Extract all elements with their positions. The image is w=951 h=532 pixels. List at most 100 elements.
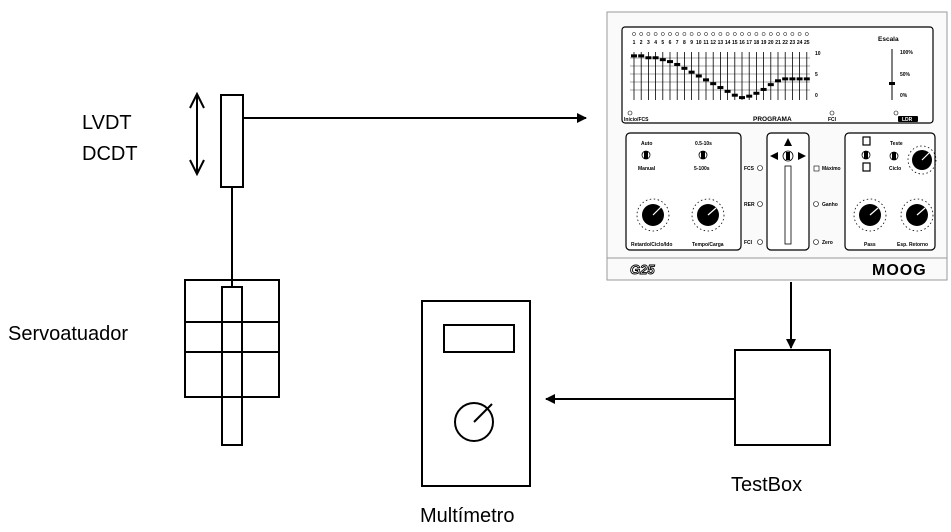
knob-retardo[interactable]	[636, 198, 670, 232]
step-led	[732, 32, 737, 36]
fci-center-label: FCI	[744, 240, 753, 246]
step-led	[783, 32, 788, 36]
escala-slider[interactable]	[889, 49, 895, 100]
step-number: 8	[683, 40, 686, 46]
step-slider-knob[interactable]	[659, 58, 666, 62]
knob2-label: Tempo/Carga	[692, 242, 724, 248]
fci-label: FCI	[828, 117, 837, 123]
step-slider-knob[interactable]	[717, 86, 724, 90]
step-slider-knob[interactable]	[710, 82, 717, 86]
step-slider-knob[interactable]	[631, 54, 637, 58]
step-number: 18	[754, 40, 760, 46]
step-slider-knob[interactable]	[703, 78, 709, 82]
escala-tick-0: 0%	[900, 93, 908, 99]
step-slider-knob[interactable]	[667, 60, 673, 64]
esp-retorno-label: Esp. Retorno	[897, 242, 928, 248]
step-slider-knob[interactable]	[782, 77, 789, 81]
brand-logo: MOOG	[872, 262, 927, 279]
step-number: 24	[797, 40, 803, 46]
step-slider-knob[interactable]	[652, 56, 659, 60]
step-led	[704, 32, 708, 36]
program-panel	[621, 26, 934, 124]
testbox	[734, 349, 831, 446]
zero-led	[813, 239, 819, 245]
ciclo-toggle[interactable]	[889, 151, 899, 161]
step-slider-knob[interactable]	[775, 79, 781, 83]
auto-label: Auto	[641, 141, 652, 147]
step-slider-knob[interactable]	[739, 96, 745, 100]
fci-center-led	[757, 239, 763, 245]
range-toggle[interactable]	[698, 150, 708, 160]
displacement-sensor	[189, 91, 244, 287]
left-scale-top: 10	[815, 51, 821, 57]
joystick-lever	[786, 152, 790, 160]
left-control-panel	[625, 132, 742, 251]
step-slider-knob[interactable]	[724, 89, 731, 93]
left-scale-bottom: 0	[815, 93, 818, 99]
step-led	[711, 32, 716, 36]
knob-pointer	[707, 207, 717, 216]
step-slider-knob[interactable]	[796, 77, 803, 81]
step-number: 25	[804, 40, 810, 46]
step-led	[632, 32, 636, 36]
step-slider-knob[interactable]	[789, 77, 796, 81]
step-number: 15	[732, 40, 738, 46]
range-top-label: 0.5-10s	[695, 141, 712, 147]
left-scale-mid: 5	[815, 72, 818, 78]
step-slider-knob[interactable]	[645, 56, 652, 60]
ciclo-label: Ciclo	[889, 166, 901, 172]
zero-label: Zero	[822, 240, 833, 246]
step-slider-knob[interactable]	[674, 62, 681, 66]
step-number: 17	[746, 40, 752, 46]
step-number: 1	[633, 40, 636, 46]
step-slider-knob[interactable]	[638, 54, 645, 58]
inicio-led	[627, 110, 633, 116]
manual-label: Manual	[638, 166, 656, 172]
escala-tick-100: 100%	[900, 50, 913, 56]
step-number: 12	[710, 40, 716, 46]
multimeter-display	[443, 324, 515, 353]
step-number: 4	[654, 40, 657, 46]
knob-pass[interactable]	[853, 198, 887, 232]
step-number: 14	[725, 40, 731, 46]
step-slider-knob[interactable]	[746, 94, 753, 98]
knob-tempo[interactable]	[691, 198, 725, 232]
step-led	[747, 32, 752, 36]
actuator-label: Servoatuador	[8, 323, 128, 345]
step-led	[740, 32, 744, 36]
step-slider-knob[interactable]	[731, 93, 738, 97]
toggle-lever	[701, 151, 705, 159]
step-led	[718, 32, 723, 36]
ldr-label: LDR	[902, 117, 913, 123]
center-slider[interactable]	[784, 165, 792, 245]
step-number: 21	[775, 40, 781, 46]
step-number: 6	[669, 40, 672, 46]
knob-pointer	[869, 207, 879, 216]
step-slider-knob[interactable]	[695, 74, 702, 78]
teste-socket	[862, 136, 871, 146]
step-slider-knob[interactable]	[681, 66, 688, 70]
sensor-body	[220, 94, 244, 188]
step-slider-knob[interactable]	[760, 87, 767, 91]
step-slider-knob[interactable]	[767, 83, 774, 87]
actuator-piston	[184, 321, 280, 353]
teste-toggle[interactable]	[861, 150, 871, 160]
step-number: 2	[640, 40, 643, 46]
knob-teste[interactable]	[907, 145, 937, 175]
step-slider-knob[interactable]	[803, 77, 810, 81]
toggle-lever	[864, 151, 868, 159]
sensor-label-lvdt: LVDT	[82, 112, 132, 134]
actuator-rod	[221, 286, 243, 446]
auto-manual-toggle[interactable]	[641, 150, 651, 160]
ganho-led	[813, 201, 819, 207]
arrow-right-icon	[798, 152, 806, 160]
rer-label: RER	[744, 202, 755, 208]
knob-esp-retorno[interactable]	[900, 198, 934, 232]
step-slider-knob[interactable]	[688, 70, 695, 74]
joystick-control[interactable]	[770, 138, 806, 162]
escala-tick-50: 50%	[900, 72, 911, 78]
step-slider-knob[interactable]	[753, 91, 760, 95]
